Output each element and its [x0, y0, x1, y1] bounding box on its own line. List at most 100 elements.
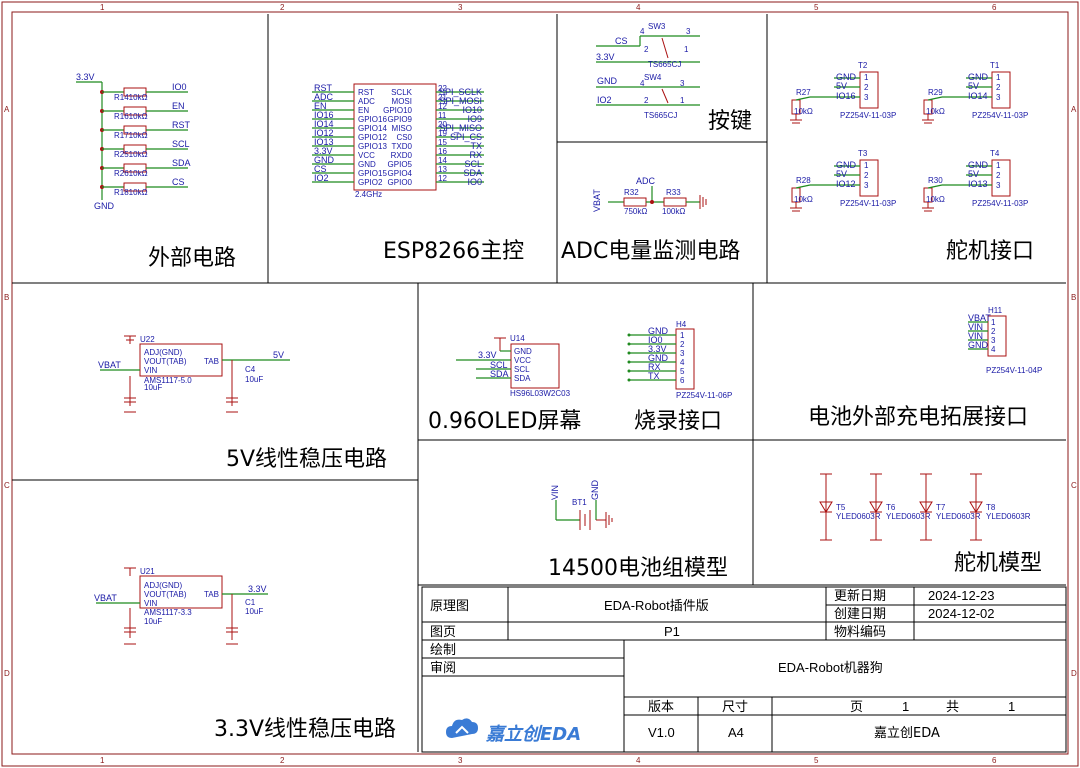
burn-part: PZ254V-11-06P	[676, 391, 732, 400]
u21-out-net: 3.3V	[248, 584, 267, 594]
servo-port-net-io: IO12	[836, 179, 856, 189]
esp-right-pin: RXD0	[391, 151, 413, 160]
tb-company: 嘉立创EDA	[874, 726, 940, 741]
sw4-pin3: 3	[680, 79, 685, 88]
servo-port-net-5v: 5V	[836, 81, 847, 91]
esp-left-net: GND	[314, 155, 335, 165]
grid-col-3: 3	[458, 3, 463, 12]
servo-port-pin-num: 2	[864, 83, 869, 92]
tb-label-sch: 原理图	[430, 599, 469, 614]
servo-port-connector	[991, 71, 1011, 109]
grid-row-b: B	[4, 293, 9, 302]
esp-right-net: TX	[470, 141, 482, 151]
section-title-external: 外部电路	[148, 246, 236, 271]
esp-right-pin: GPIO5	[388, 160, 413, 169]
net-3v3: 3.3V	[76, 72, 95, 82]
esp-left-net: IO13	[314, 137, 334, 147]
burn-wire-end	[627, 360, 631, 364]
oled-net-scl: SCL	[490, 360, 508, 370]
esp-left-net: 3.3V	[314, 146, 333, 156]
servo-port-wire	[795, 96, 811, 101]
section-title-3v3: 3.3V线性稳压电路	[214, 717, 396, 742]
pullup-label: R2610kΩ	[114, 169, 148, 178]
sw4-ref: SW4	[644, 73, 662, 82]
grid-col-2-bottom: 2	[280, 756, 285, 765]
sw3-pin4: 4	[640, 27, 645, 36]
led-part: YLED0603R	[936, 512, 981, 521]
led-diode	[819, 501, 833, 513]
adc-r32-val: 750kΩ	[624, 207, 647, 216]
esp-left-pin: GPIO13	[358, 142, 387, 151]
adc-r33-ref: R33	[666, 188, 681, 197]
tb-total: 1	[1008, 699, 1015, 714]
u21-pin-vout: VOUT(TAB)	[144, 590, 187, 599]
esp-left-pin: VCC	[358, 151, 375, 160]
servo-port-pin-num: 1	[864, 73, 869, 82]
servo-port-res-ref: R30	[928, 176, 943, 185]
title-block-frame	[421, 586, 1067, 753]
charge-net: VIN	[968, 322, 983, 332]
servo-port-wire	[927, 96, 943, 101]
esp-left-pin: GPIO2	[358, 178, 383, 187]
section-title-5v: 5V线性稳压电路	[226, 447, 387, 472]
grid-col-5-bottom: 5	[814, 756, 819, 765]
charge-part: PZ254V-11-04P	[986, 366, 1042, 375]
u21-part: AMS1117-3.3	[144, 608, 192, 617]
grid-row-a-right: A	[1071, 105, 1077, 114]
servo-port-net-5v: 5V	[836, 169, 847, 179]
grid-col-6-bottom: 6	[992, 756, 997, 765]
esp-right-net: SDA	[463, 168, 482, 178]
esp-left-pin: GPIO15	[358, 169, 387, 178]
oled-net-sda: SDA	[490, 369, 509, 379]
sw3-pin2: 2	[644, 45, 649, 54]
charge-net: VBAT	[968, 313, 991, 323]
servo-port-res-ref: R28	[796, 176, 811, 185]
esp-left-net: IO2	[314, 173, 329, 183]
sw4-net-gnd: GND	[597, 76, 618, 86]
esp-right-num: 14	[438, 156, 447, 165]
tb-label-create: 创建日期	[834, 607, 886, 622]
grid-col-1-bottom: 1	[100, 756, 105, 765]
esp-right-pin: GPIO9	[388, 115, 413, 124]
oled-ref: U14	[510, 334, 525, 343]
u22-pin-adj: ADJ(GND)	[144, 348, 183, 357]
led-diode	[869, 501, 883, 513]
adc-circuit: VBAT R32 750kΩ ADC R33 100kΩ	[592, 176, 707, 216]
u22-tab: TAB	[204, 357, 219, 366]
burn-net: 3.3V	[648, 344, 667, 354]
u22-cout-ref: C4	[245, 365, 256, 374]
grid-row-c: C	[4, 481, 10, 490]
servo-port-res-val: 10kΩ	[926, 107, 945, 116]
section-title-oled: 0.96OLED屏幕	[428, 409, 581, 434]
servo-port-net-io: IO14	[968, 91, 988, 101]
title-block: 原理图 EDA-Robot插件版 图页 P1 绘制 审阅 更新日期 2024-1…	[421, 586, 1067, 753]
external-circuit: 3.3V GND R1410kΩIO0R1610kΩENR1710kΩRSTR2…	[76, 72, 191, 211]
esp-right-num: 12	[438, 174, 447, 183]
servo-port-net-gnd: GND	[836, 72, 857, 82]
servo-model: T5YLED0603RT6YLED0603RT7YLED0603RT8YLED0…	[819, 473, 1031, 541]
sw3-net-cs: CS	[615, 36, 628, 46]
led-ref: T5	[836, 503, 846, 512]
charge-connector-body	[987, 315, 1007, 357]
u21-pin-adj: ADJ(GND)	[144, 581, 183, 590]
servo-port-pin-num: 2	[864, 171, 869, 180]
burn-wire-end	[627, 369, 631, 373]
section-title-charge: 电池外部充电拓展接口	[808, 405, 1028, 430]
charge-pin-num: 2	[991, 327, 996, 336]
servo-port-pin-num: 3	[864, 181, 869, 190]
tb-page: P1	[664, 624, 680, 639]
servo-port-net-io: IO13	[968, 179, 988, 189]
servo-port-connector	[859, 159, 879, 197]
esp-right-net: SPI_MOSI	[439, 96, 482, 106]
servo-port-connector	[859, 71, 879, 109]
tb-create-date: 2024-12-02	[928, 606, 995, 621]
esp-left-net: CS	[314, 164, 327, 174]
u21-pin-vin: VIN	[144, 599, 158, 608]
esp-left-pin: GPIO14	[358, 124, 387, 133]
battery-model: VIN GND BT1	[550, 480, 613, 530]
servo-port-pin-num: 3	[996, 181, 1001, 190]
section-title-keys: 按键	[708, 109, 752, 134]
